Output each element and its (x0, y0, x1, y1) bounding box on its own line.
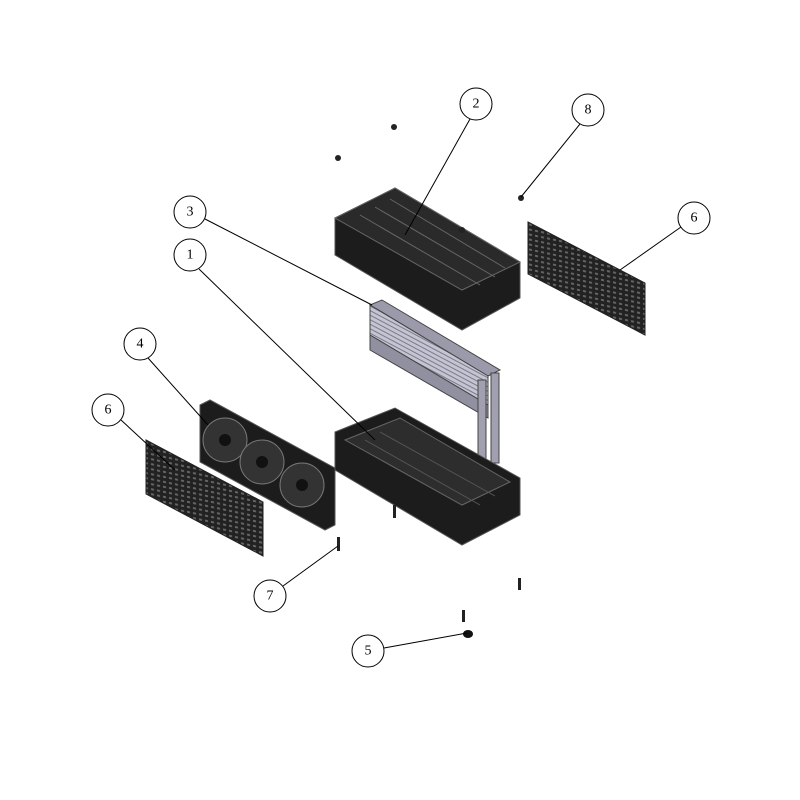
heat-exchanger-part (368, 299, 502, 466)
fan-assembly-part (199, 399, 336, 531)
callout-7-label: 7 (267, 589, 274, 604)
callout-1: 1 (173, 238, 207, 272)
callout-5-label: 5 (365, 644, 372, 659)
callout-6-right: 6 (677, 201, 711, 235)
callout-3-label: 3 (187, 205, 194, 220)
callout-8-label: 8 (585, 103, 592, 118)
callout-1-label: 1 (187, 248, 194, 263)
leader-lines (120, 118, 682, 649)
callout-5: 5 (351, 634, 385, 668)
screws (337, 505, 521, 622)
callout-4-label: 4 (137, 337, 144, 352)
grommet-part (463, 630, 473, 638)
callout-6-left: 6 (91, 393, 125, 427)
callout-6-right-label: 6 (691, 211, 698, 226)
callout-8: 8 (571, 93, 605, 127)
nuts (335, 124, 524, 233)
grille-right-part (527, 221, 646, 336)
callout-4: 4 (123, 327, 157, 361)
top-cover-part (333, 187, 522, 331)
callout-3: 3 (173, 195, 207, 229)
callout-2-label: 2 (473, 97, 480, 112)
grille-left-part (145, 439, 264, 557)
callout-7: 7 (253, 579, 287, 613)
callout-2: 2 (459, 87, 493, 121)
bottom-housing-part (334, 407, 521, 546)
callout-6-left-label: 6 (105, 403, 112, 418)
